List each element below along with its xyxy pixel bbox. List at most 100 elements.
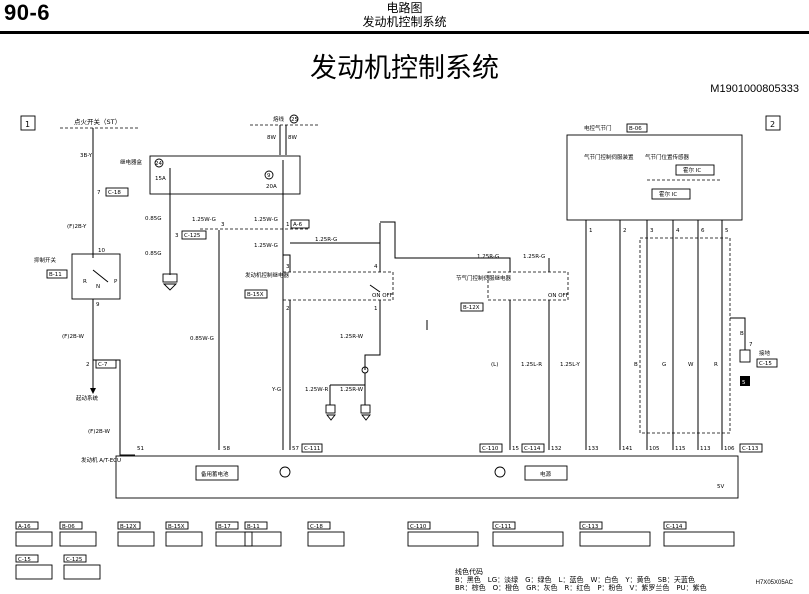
panel-label-C-113: C-113 — [582, 524, 599, 530]
conn-c113-box — [739, 443, 763, 453]
wire-label-125wg-1: 1.25W-G — [192, 217, 216, 223]
wire-label-b: B — [634, 362, 638, 368]
panel-label-box-B-11 — [244, 521, 268, 530]
relay-box-label: 继电器盒 — [120, 158, 143, 166]
hall-ic-1: 霍尔 IC — [683, 166, 701, 174]
connector-face-C-111 — [492, 531, 564, 547]
legend-title: 线色代码 — [455, 568, 483, 576]
wire-label-085g-2: 0.85G — [145, 251, 162, 257]
conn-c110-box — [479, 443, 503, 453]
relay-contact — [369, 284, 381, 293]
tb-pin-6: 6 — [701, 228, 705, 234]
conn-c114: C-114 — [524, 446, 541, 452]
wire-label-8w-1: 8W — [267, 135, 276, 141]
ground-badge — [740, 376, 750, 386]
ecu-pin-141: 141 — [622, 446, 633, 452]
tb-pin-5: 5 — [725, 228, 729, 234]
engine-relay-conn-box — [244, 289, 268, 299]
wire-relay-in — [283, 254, 291, 272]
wire-label-125wr: 1.25W-R — [305, 387, 328, 393]
panel-label-box-A-16 — [15, 521, 39, 530]
relay-box-num-circle — [154, 158, 164, 168]
sheet-mark-1: 1 — [25, 120, 30, 129]
relay-pin-circle — [264, 170, 274, 180]
throttle-body-box — [566, 134, 743, 221]
ground-label: 接地 — [759, 349, 771, 357]
throttle-body-conn-box — [626, 123, 648, 133]
ground-a-box — [325, 404, 336, 414]
throttle-relay-label: 节气门控制伺服继电器 — [456, 274, 512, 282]
page-title: 发动机控制系统 — [310, 53, 499, 84]
connector-face-B-06 — [59, 531, 97, 547]
header-rule — [0, 31, 809, 34]
panel-label-box-C-110 — [407, 521, 431, 530]
wire-label-125ly: 1.25L-Y — [560, 362, 581, 368]
tb-pin-1: 1 — [589, 228, 593, 234]
conn-c110: C-110 — [482, 446, 499, 452]
conn-c111-box — [301, 443, 323, 453]
panel-label-C-111: C-111 — [495, 524, 511, 530]
connector-face-C-18 — [307, 531, 345, 547]
wire-label-8w-2: 8W — [288, 135, 297, 141]
conn-c18: C-18 — [108, 190, 121, 196]
ground-a — [326, 414, 336, 421]
panel-label-box-C-125 — [63, 554, 87, 563]
panel-label-B-06: B-06 — [62, 524, 75, 530]
wire-label-g: G — [662, 362, 666, 368]
panel-label-box-C-113 — [579, 521, 603, 530]
wire-relay-out-1 — [364, 300, 381, 370]
panel-label-C-110: C-110 — [410, 524, 427, 530]
pin-3-c125: 3 — [175, 233, 179, 239]
throttle-relay-conn-box — [460, 302, 484, 312]
fuse-20a: 20A — [266, 184, 277, 190]
ground-conn: C-15 — [759, 361, 772, 367]
conn-c18-box — [105, 187, 129, 197]
hall-ic-2-box — [651, 188, 691, 200]
conn-c111: C-111 — [304, 446, 320, 452]
wire-label-f2b-w: (F)2B-W — [62, 334, 84, 340]
power-supply-label: 电源 — [540, 470, 552, 478]
wire-label-w: W — [688, 362, 694, 368]
wire-label-l: (L) — [491, 362, 498, 368]
connector-face-B-11 — [244, 531, 282, 547]
panel-label-B-11: B-11 — [247, 524, 260, 530]
panel-label-B-15X: B-15X — [168, 524, 185, 530]
arrow-starter — [90, 388, 96, 394]
backup-power-label: 备用蓄电池 — [201, 470, 229, 478]
conn-a6-box — [290, 219, 310, 229]
wire-relay-top — [290, 242, 381, 272]
wire-label-f2b-w-2: (F)2B-W — [88, 429, 110, 435]
inhibitor-contact — [92, 269, 109, 283]
conn-c114-box — [521, 443, 545, 453]
ground-b-box — [360, 404, 371, 414]
panel-label-box-C-111 — [492, 521, 516, 530]
connector-face-B-12X — [117, 531, 155, 547]
connector-face-C-114 — [663, 531, 735, 547]
wire-label-3b-y: 3B-Y — [80, 153, 93, 159]
power-supply-box — [524, 465, 568, 481]
relay-pin-2: 2 — [286, 306, 290, 312]
fusible-circle — [289, 114, 299, 124]
panel-label-box-B-15X — [165, 521, 189, 530]
hall-ic-2: 霍尔 IC — [659, 190, 677, 198]
wire-label-f2b-y: (F)2B-Y — [67, 224, 87, 230]
engine-relay-conn: B-15X — [247, 292, 264, 298]
wire-label-yg: Y-G — [271, 387, 281, 393]
connector-face-B-15X — [165, 531, 203, 547]
pin-3-splice: 3 — [221, 222, 225, 228]
fuse-15a: 15A — [155, 176, 166, 182]
wire-color-legend: 线色代码 B：黑色 LG：淡绿 G：绿色 L：蓝色 W：白色 Y：黄色 SB：天… — [455, 568, 707, 592]
ecu-pin-58: 58 — [223, 446, 230, 452]
panel-label-box-C-114 — [663, 521, 687, 530]
relay-pin-1: 1 — [374, 306, 378, 312]
wire-label-125rw-1: 1.25R-W — [340, 334, 364, 340]
starter-system-label: 起动系统 — [76, 394, 99, 402]
ecu-box — [115, 455, 739, 499]
wire-shield-ground — [730, 317, 746, 350]
connector-face-B-17 — [215, 531, 253, 547]
ecu-pin-133: 133 — [588, 446, 599, 452]
ground-conn-box — [756, 358, 778, 368]
inhibitor-switch-box — [71, 253, 121, 300]
